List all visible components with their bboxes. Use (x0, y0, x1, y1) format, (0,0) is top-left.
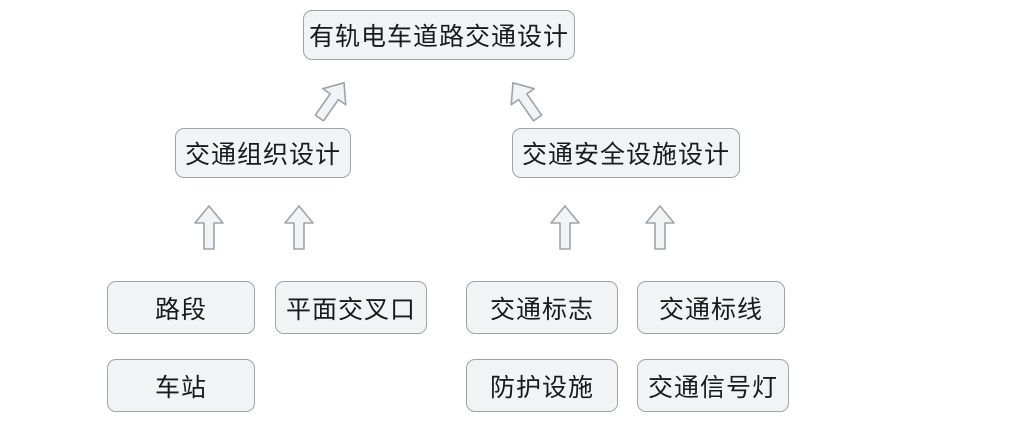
node-leaf_1: 路段 (107, 281, 255, 334)
arrow-root-to-safety-facility-icon (498, 71, 552, 129)
node-leaf_4: 交通标线 (637, 281, 785, 334)
node-branch_right: 交通安全设施设计 (512, 128, 740, 178)
node-label: 有轨电车道路交通设计 (308, 23, 569, 51)
node-label: 防护设施 (489, 373, 594, 402)
arrow-down-to-intersection-icon (283, 203, 315, 251)
node-label: 平面交叉口 (285, 295, 416, 324)
node-label: 交通安全设施设计 (521, 141, 730, 169)
arrow-root-to-traffic-organization-icon (305, 71, 359, 129)
arrow-down-to-traffic-sign-icon (549, 203, 581, 251)
node-label: 交通标线 (658, 295, 763, 324)
node-leaf_5: 车站 (107, 359, 255, 412)
node-label: 交通标志 (489, 295, 594, 324)
node-leaf_3: 交通标志 (466, 281, 618, 334)
node-leaf_2: 平面交叉口 (275, 281, 427, 334)
node-leaf_7: 交通信号灯 (637, 359, 789, 412)
node-label: 车站 (154, 373, 207, 402)
node-leaf_6: 防护设施 (466, 359, 618, 412)
node-branch_left: 交通组织设计 (175, 128, 351, 178)
arrow-down-to-traffic-marking-icon (644, 203, 676, 251)
arrow-down-to-road-section-icon (193, 203, 225, 251)
node-root: 有轨电车道路交通设计 (303, 10, 575, 60)
node-label: 路段 (154, 295, 207, 324)
node-label: 交通组织设计 (184, 141, 341, 169)
node-label: 交通信号灯 (647, 373, 778, 402)
